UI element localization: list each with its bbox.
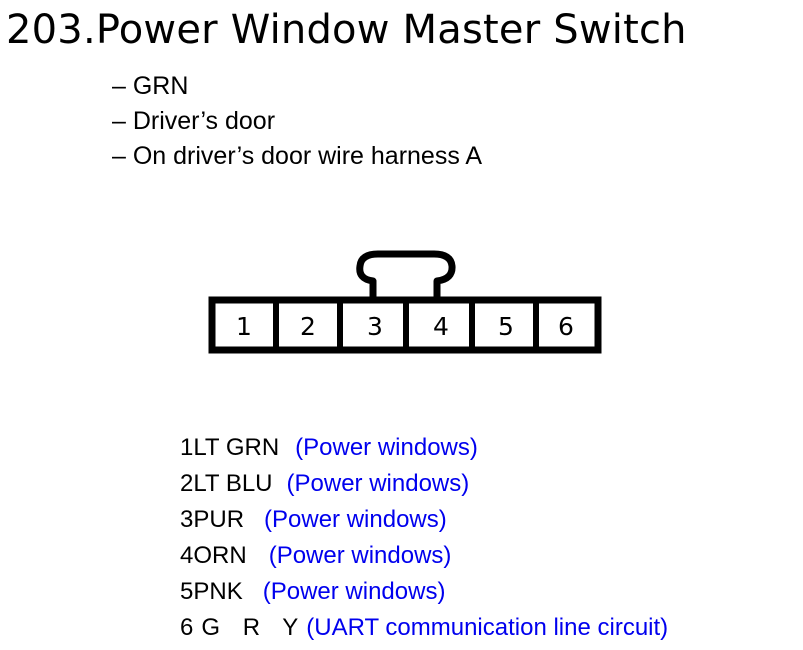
connector-location: – Driver’s door <box>112 107 276 135</box>
wire-color: G R Y <box>201 614 307 641</box>
pin-label-6: 6 <box>558 312 574 341</box>
circuit-description: (UART communication line circuit) <box>306 614 669 641</box>
pin-label-4: 4 <box>433 312 449 341</box>
page-title: 203.Power Window Master Switch <box>6 7 687 53</box>
wire-color: ORN <box>193 542 247 569</box>
pin-label-2: 2 <box>300 312 316 341</box>
pin-label-1: 1 <box>236 312 252 341</box>
wire-color: PUR <box>193 506 245 533</box>
circuit-description: (Power windows) <box>264 506 447 533</box>
circuit-description: (Power windows) <box>262 578 446 605</box>
pin-row-3: 3PUR (Power windows) <box>180 502 668 538</box>
connector-lock-tab <box>356 250 456 297</box>
pin-label-3: 3 <box>367 312 383 341</box>
wire-color: PNK <box>193 578 243 605</box>
circuit-description: (Power windows) <box>295 434 478 461</box>
connector-details: – GRN – Driver’s door – On driver’s door… <box>112 69 482 174</box>
pin-number: 6 <box>180 614 202 641</box>
pin-row-2: 2LT BLU (Power windows) <box>180 466 668 502</box>
wire-color: LT GRN <box>193 434 280 461</box>
pin-assignment-list: 1LT GRN(Power windows) 2LT BLU(Power win… <box>180 430 668 646</box>
pin-number: 1 <box>180 434 194 461</box>
pin-number: 5 <box>180 578 194 605</box>
connector-color: – GRN <box>112 72 189 100</box>
pin-label-5: 5 <box>498 312 514 341</box>
circuit-description: (Power windows) <box>286 470 470 497</box>
wire-color: LT BLU <box>193 470 273 497</box>
pin-row-6: 6G R Y(UART communication line circuit) <box>180 610 668 646</box>
pin-row-5: 5PNK (Power windows) <box>180 574 668 610</box>
pin-number: 4 <box>180 542 194 569</box>
connector-harness: – On driver’s door wire harness A <box>112 142 483 170</box>
pin-number: 3 <box>180 506 194 533</box>
pin-number: 2 <box>180 470 194 497</box>
pin-row-4: 4ORN (Power windows) <box>180 538 668 574</box>
pin-row-1: 1LT GRN (Power windows) <box>180 430 668 466</box>
circuit-description: (Power windows) <box>268 542 452 569</box>
